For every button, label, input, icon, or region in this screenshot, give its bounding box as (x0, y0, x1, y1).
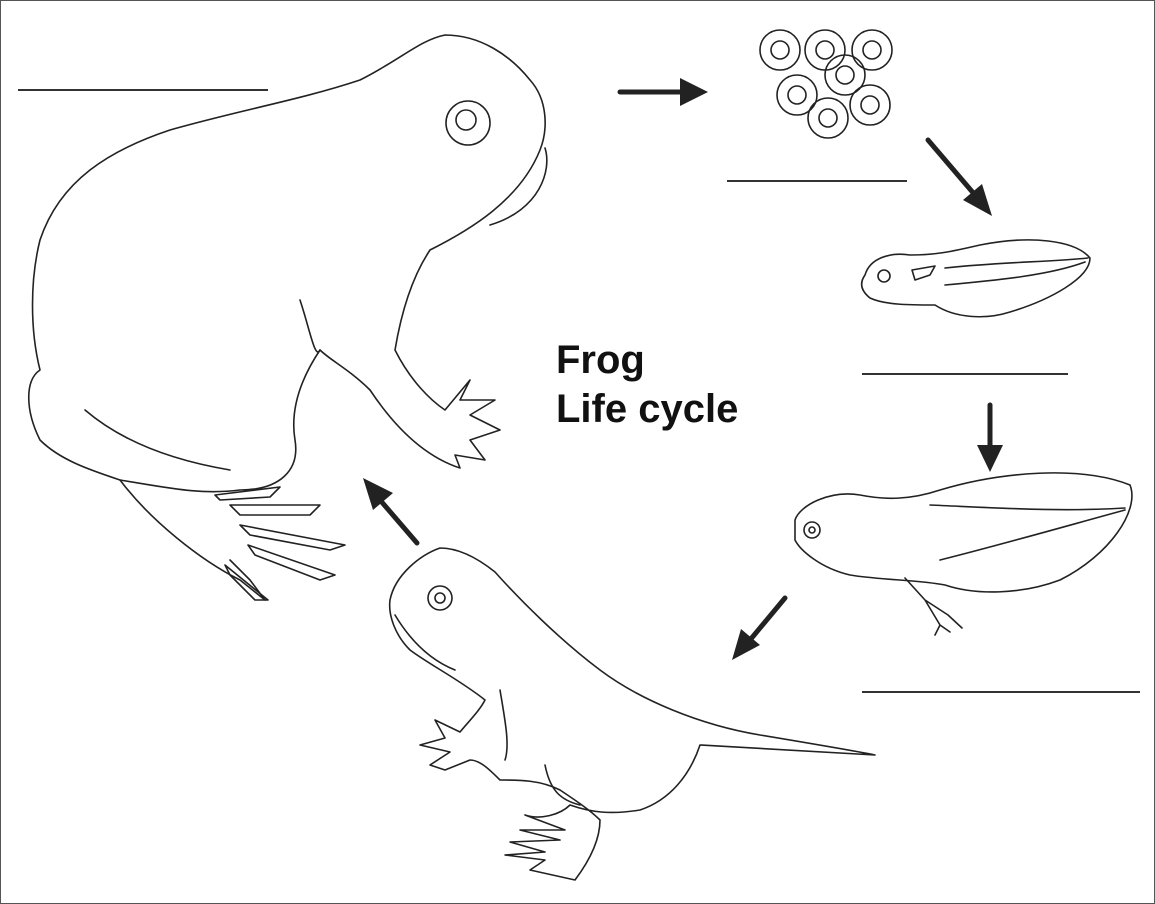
arrow-adult-to-eggs (620, 78, 708, 106)
adult-frog-illustration (29, 35, 547, 600)
froglet-illustration (390, 548, 875, 880)
tadpole-illustration (862, 240, 1090, 317)
tadpole-with-legs-illustration (795, 473, 1132, 635)
arrow-tadpole-to-legs (977, 405, 1003, 472)
arrow-froglet-to-adult (363, 478, 417, 543)
arrow-legs-to-froglet (732, 598, 785, 660)
title-line-2: Life cycle (556, 385, 738, 434)
arrow-eggs-to-tadpole (928, 140, 992, 216)
eggs-illustration (760, 30, 892, 138)
title-line-1: Frog (556, 336, 738, 385)
diagram-title: Frog Life cycle (556, 336, 738, 434)
